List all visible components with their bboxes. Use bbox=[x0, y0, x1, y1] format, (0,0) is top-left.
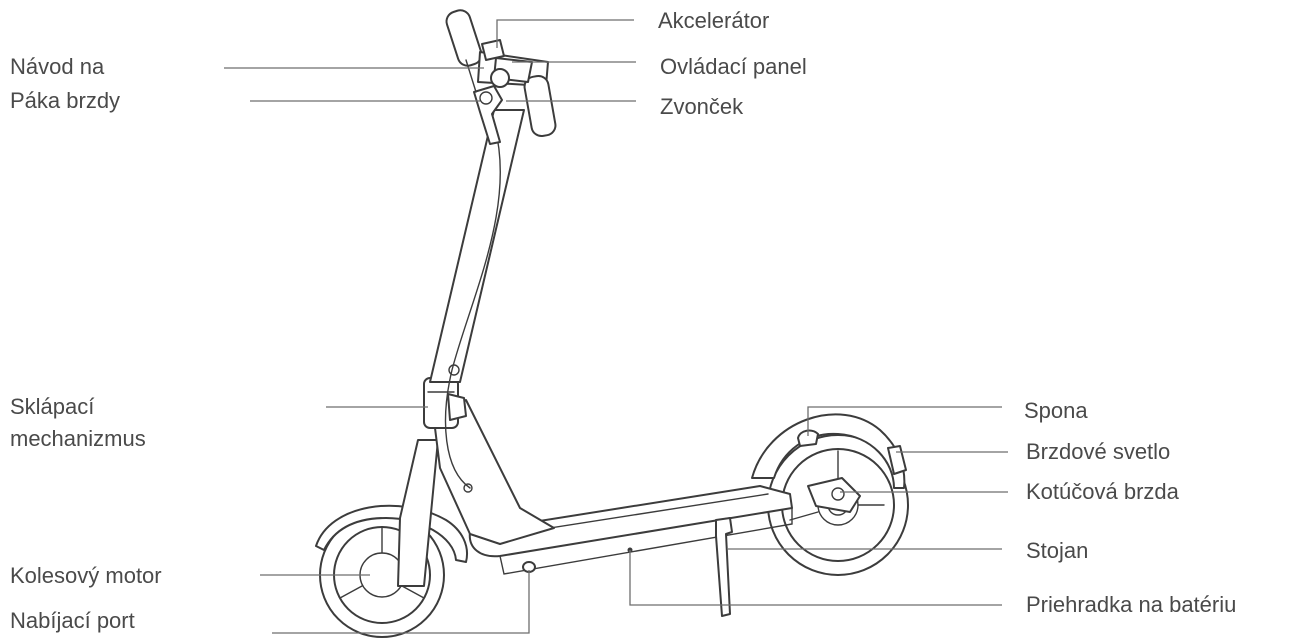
label-folding-line2: mechanizmus bbox=[10, 426, 146, 451]
leader-battery bbox=[629, 550, 1002, 606]
label-battery-compartment: Priehradka na batériu bbox=[1026, 592, 1237, 617]
leader-lines bbox=[224, 19, 1008, 634]
leader-charging-port bbox=[272, 570, 530, 634]
deck bbox=[468, 485, 793, 558]
label-bell: Zvonček bbox=[660, 94, 744, 119]
label-control-panel: Ovládací panel bbox=[660, 54, 807, 79]
frame-neck bbox=[433, 399, 555, 545]
front-fork bbox=[397, 439, 439, 587]
clasp-part bbox=[797, 429, 819, 447]
scooter-illustration bbox=[315, 9, 909, 638]
label-manual: Návod na bbox=[10, 54, 105, 79]
leader-clasp bbox=[807, 406, 1002, 436]
label-brake-lever: Páka brzdy bbox=[10, 88, 121, 113]
kickstand-part bbox=[715, 517, 733, 617]
label-clasp: Spona bbox=[1024, 398, 1088, 423]
label-kickstand: Stojan bbox=[1026, 538, 1089, 563]
leader-accelerator bbox=[496, 19, 634, 48]
handlebar bbox=[445, 9, 557, 145]
label-brake-light: Brzdové svetlo bbox=[1026, 439, 1171, 464]
label-accelerator: Akcelerátor bbox=[658, 8, 770, 33]
accelerator-part bbox=[481, 39, 505, 61]
folding-mechanism-part bbox=[423, 377, 467, 429]
label-hub-motor: Kolesový motor bbox=[10, 563, 162, 588]
bell-part bbox=[490, 68, 510, 88]
label-disc-brake: Kotúčová brzda bbox=[1026, 479, 1179, 504]
brake-light-part bbox=[887, 445, 907, 475]
stem bbox=[429, 109, 525, 383]
label-charging-port: Nabíjací port bbox=[10, 608, 135, 633]
label-folding-line1: Sklápací bbox=[10, 394, 95, 419]
disc-brake-part bbox=[807, 477, 861, 513]
